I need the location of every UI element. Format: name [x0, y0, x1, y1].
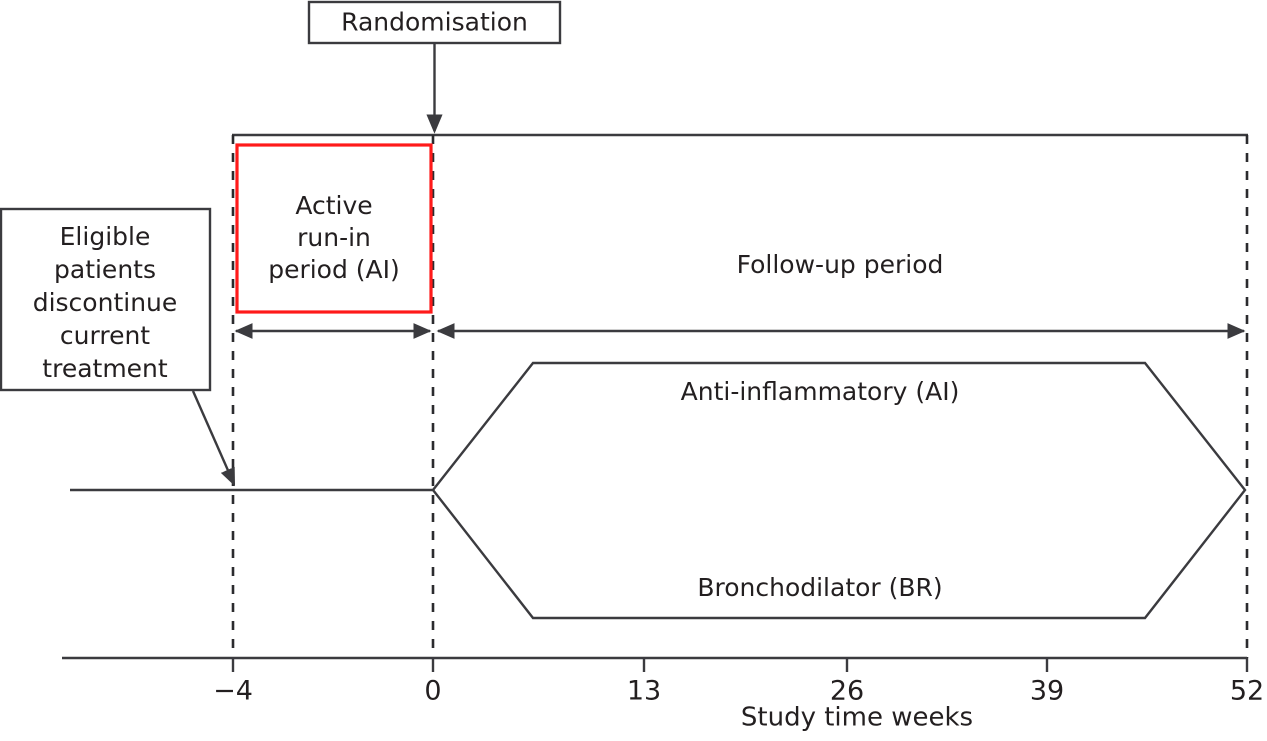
axis-tick-label-0: 0 — [424, 676, 441, 707]
time-axis: −4 0 13 26 39 52 Study time weeks — [62, 656, 1264, 733]
axis-tick-label-39: 39 — [1030, 676, 1064, 707]
axis-tick-label-minus4: −4 — [213, 676, 253, 707]
randomisation-label: Randomisation — [341, 8, 528, 37]
eligible-patients-line-1: Eligible — [60, 222, 151, 251]
randomisation-callout: Randomisation — [307, 0, 562, 134]
run-in-period-box — [235, 143, 433, 314]
run-in-period-line-3: period (AI) — [268, 255, 400, 284]
eligible-patients-line-4: current — [60, 321, 150, 350]
arm-anti-inflammatory-label: Anti-inflammatory (AI) — [681, 377, 960, 406]
run-in-period-line-1: Active — [295, 191, 372, 220]
run-in-period-line-2: run-in — [297, 223, 371, 252]
eligible-patients-line-2: patients — [54, 255, 156, 284]
run-in-period-box-group: Active run-in period (AI) — [235, 143, 433, 314]
eligible-patients-line-5: treatment — [42, 354, 168, 383]
axis-title: Study time weeks — [741, 703, 973, 733]
eligible-patients-arrow — [191, 390, 236, 487]
treatment-arms-hexagon — [431, 361, 1247, 620]
eligible-patients-callout: Eligible patients discontinue current tr… — [0, 207, 236, 487]
eligible-patients-box — [0, 207, 212, 392]
arm-bronchodilator-label: Bronchodilator (BR) — [697, 573, 942, 602]
axis-tick-label-13: 13 — [627, 676, 661, 707]
axis-tick-label-52: 52 — [1230, 676, 1264, 707]
randomisation-box — [307, 0, 562, 45]
eligible-patients-line-3: discontinue — [33, 288, 178, 317]
follow-up-period-label: Follow-up period — [737, 250, 944, 279]
axis-tick-label-26: 26 — [830, 676, 864, 707]
